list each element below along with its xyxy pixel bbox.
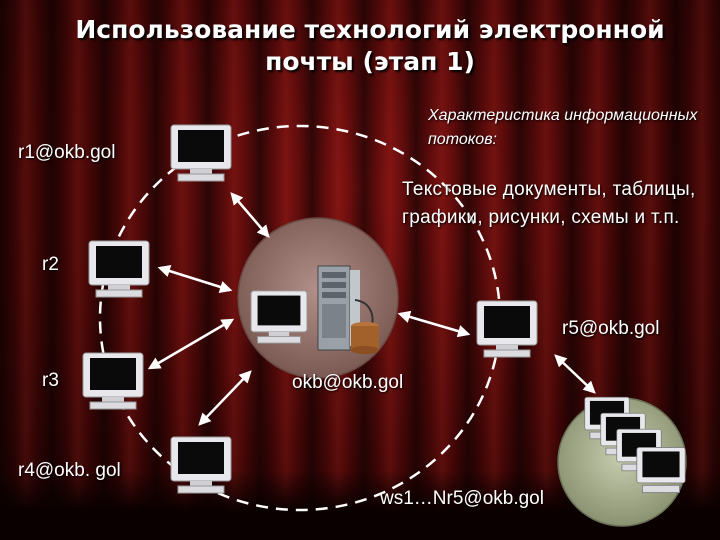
arrow-server-r5 <box>397 310 471 338</box>
server-console-computer-icon <box>250 290 308 344</box>
node-label-r2: r2 <box>42 254 59 275</box>
arrow-r4-server <box>198 370 252 426</box>
node-label-r3: r3 <box>42 370 59 391</box>
info-flow-content: Текстовые документы, таблицы, графики, р… <box>402 179 696 228</box>
info-flow-heading: Характеристика информационных потоков: <box>428 107 698 148</box>
r1-computer-icon <box>170 124 232 182</box>
node-label-r4: r4@okb. gol <box>18 460 121 481</box>
arrow-r3-server <box>147 318 235 370</box>
arrow-r5-workstations <box>554 354 596 394</box>
r4-computer-icon <box>170 436 232 494</box>
node-label-server: okb@okb.gol <box>292 372 404 393</box>
node-label-r5: r5@okb.gol <box>562 318 660 339</box>
r5-computer-icon <box>476 300 538 358</box>
slide-title: Использование технологий электронной поч… <box>75 15 665 76</box>
workstation-computer-icon <box>636 447 686 493</box>
node-label-r1: r1@okb.gol <box>18 142 116 163</box>
arrow-r1-server <box>230 192 270 238</box>
arrow-r2-server <box>157 265 233 293</box>
server-icon <box>317 265 379 354</box>
node-label-workstations: ws1…Nr5@okb.gol <box>380 488 544 509</box>
r2-computer-icon <box>88 240 150 298</box>
r3-computer-icon <box>82 352 144 410</box>
